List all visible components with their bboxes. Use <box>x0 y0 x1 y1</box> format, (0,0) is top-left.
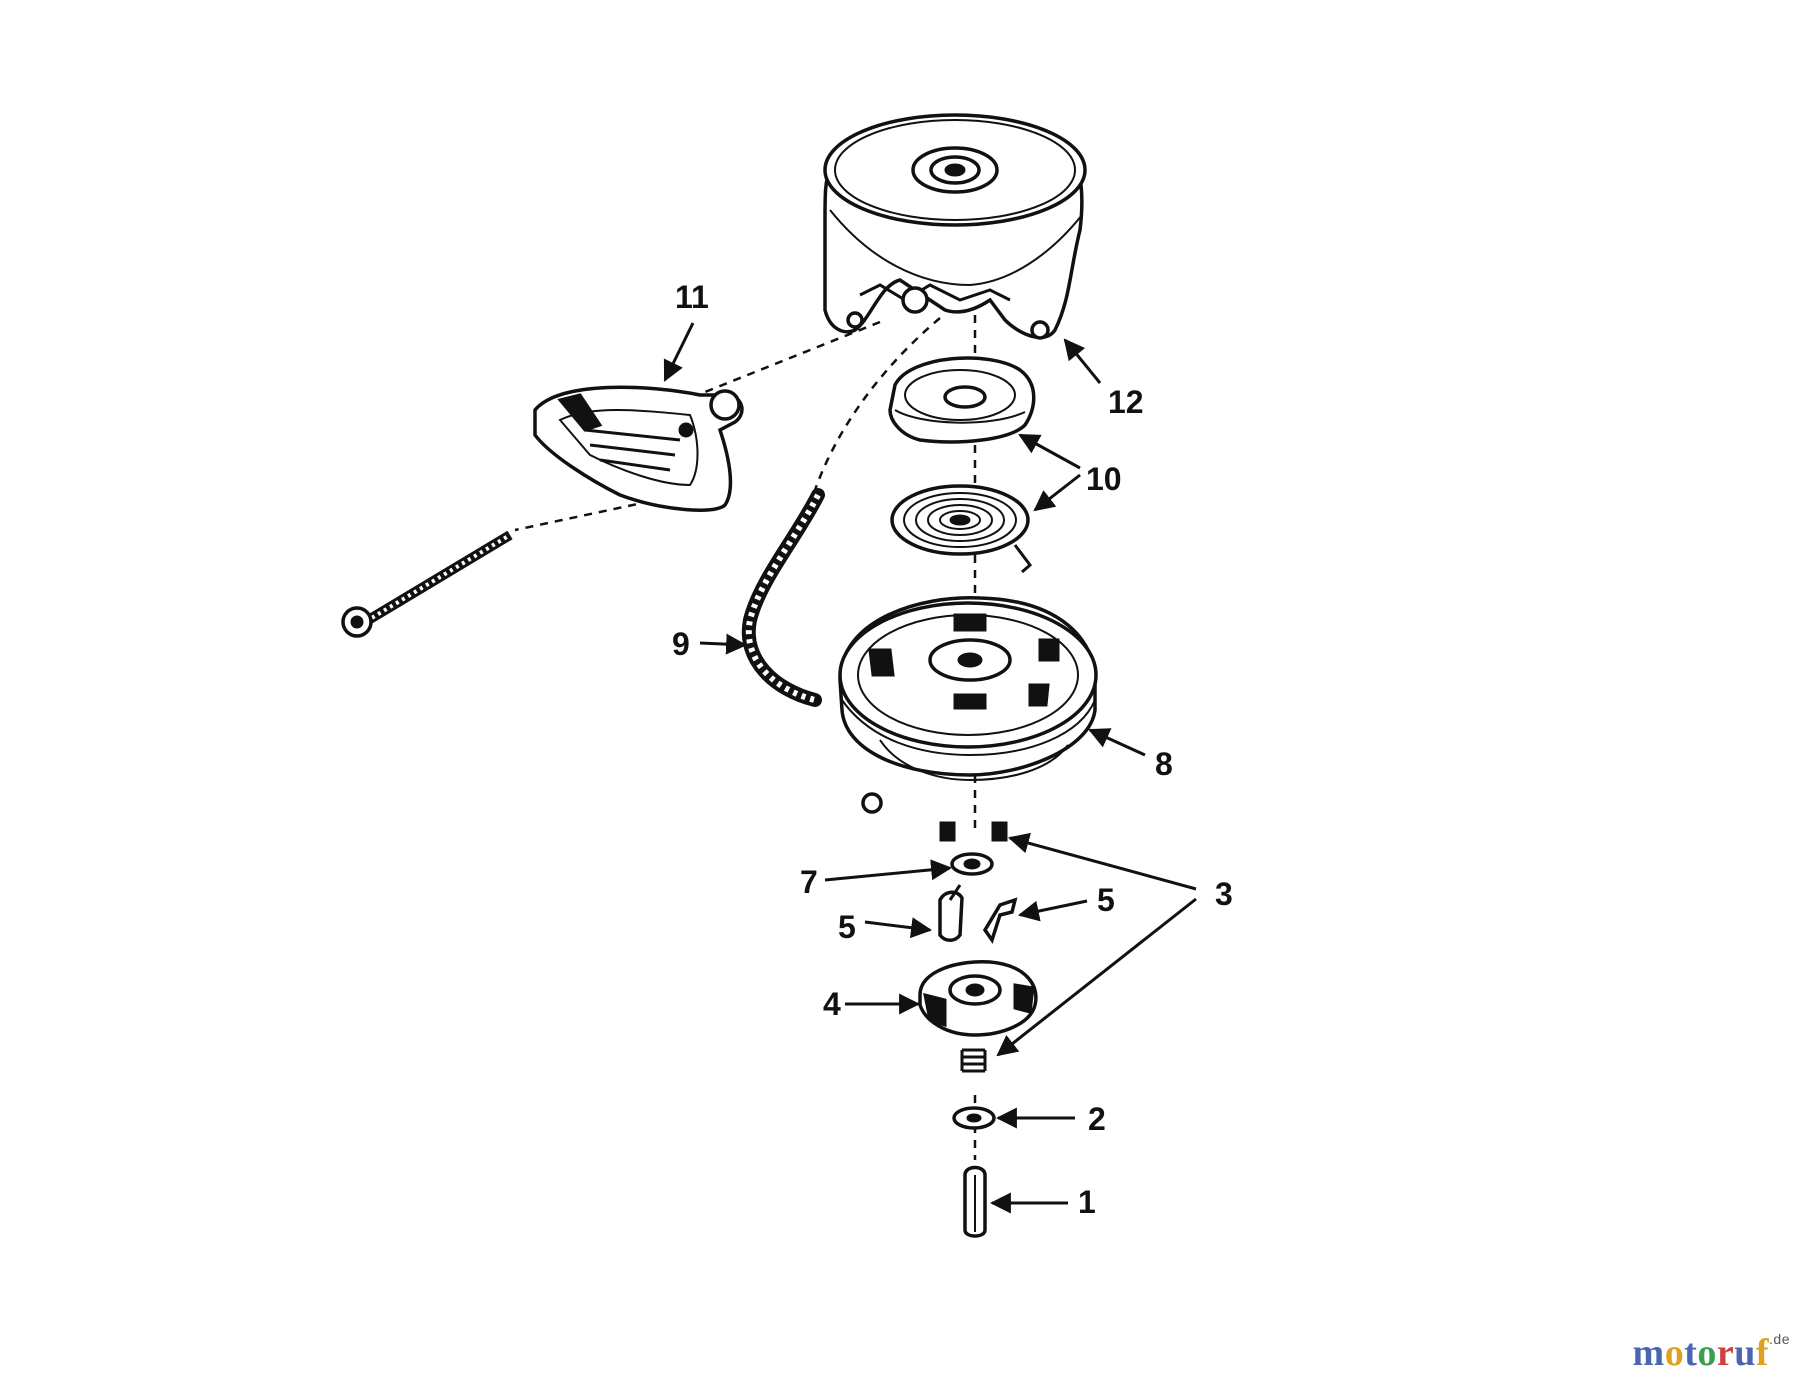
pawl-part-5-left <box>938 884 964 942</box>
callout-10: 10 <box>1086 461 1122 497</box>
callout-3: 3 <box>1215 876 1233 912</box>
handle-screw <box>341 530 513 638</box>
watermark-tld: .de <box>1769 1331 1790 1347</box>
watermark-brand: motoruf <box>1632 1332 1770 1374</box>
screws-part-3 <box>939 821 1008 842</box>
starter-housing-part-12 <box>823 113 1087 340</box>
callout-11: 11 <box>675 279 709 315</box>
washer-part-2 <box>952 1106 996 1130</box>
pin-part-1 <box>963 1165 987 1238</box>
rewind-spring-part-10 <box>890 484 1033 574</box>
callout-9: 9 <box>672 626 690 662</box>
brake-spring <box>960 1048 987 1073</box>
callout-1: 1 <box>1078 1184 1096 1220</box>
watermark-logo: motoruf.de <box>1633 1331 1790 1375</box>
callout-5-right: 5 <box>1097 882 1115 918</box>
pawl-part-5-right <box>982 897 1018 944</box>
washer-part-7 <box>950 852 994 876</box>
callout-12: 12 <box>1108 384 1144 420</box>
callout-4: 4 <box>823 986 841 1022</box>
starter-rope-part-9 <box>741 488 825 707</box>
callout-7: 7 <box>800 864 818 900</box>
callout-2: 2 <box>1088 1101 1106 1137</box>
starter-handle-part-11 <box>533 385 744 512</box>
callout-8: 8 <box>1155 746 1173 782</box>
leader-lines <box>663 322 1197 1214</box>
callout-5-left: 5 <box>838 909 856 945</box>
pulley-part-8 <box>838 596 1098 814</box>
spring-retainer-part-10 <box>888 356 1036 444</box>
brake-part-4 <box>918 960 1038 1037</box>
